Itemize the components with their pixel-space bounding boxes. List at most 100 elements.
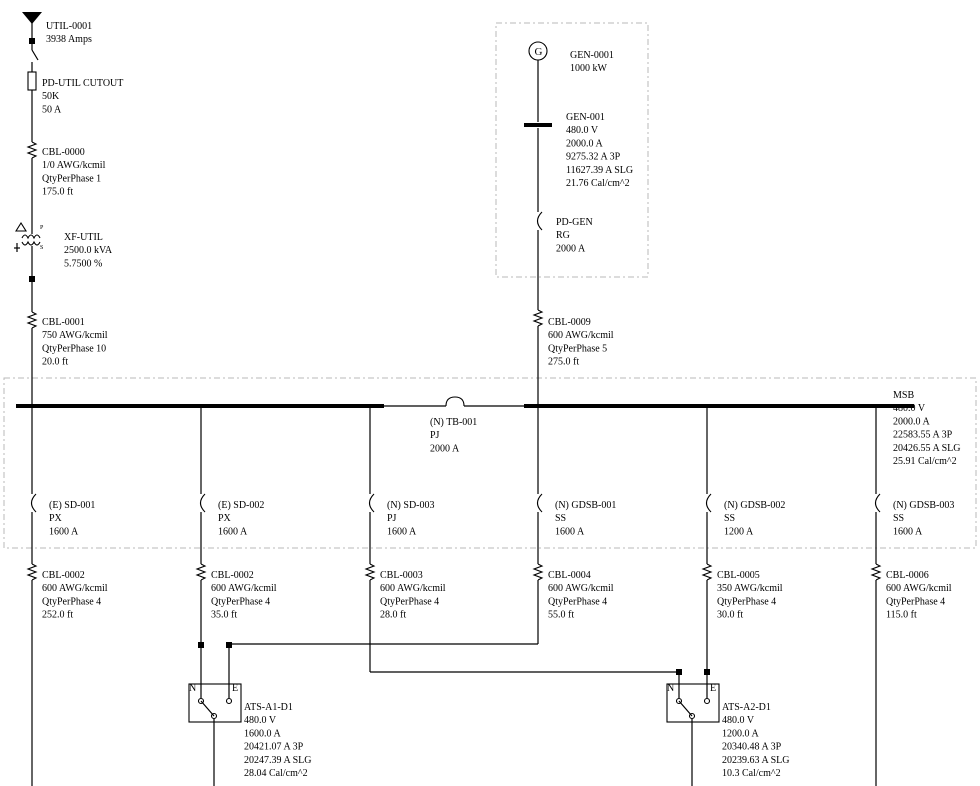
ats2-e-node [704,669,710,675]
breaker-6-label-line: SS [893,513,904,524]
ats-a2-d1-label-line: 10.3 Cal/cm^2 [722,768,781,779]
cable-5-label-line: 350 AWG/kcmil [717,583,783,594]
feeder-3-cable-icon[interactable] [364,563,376,581]
cable-2-label-line: 35.0 ft [211,610,237,621]
util-switch-icon[interactable] [31,49,39,61]
feeder-2-breaker-icon[interactable] [199,493,206,513]
cable-4-label-line: 600 AWG/kcmil [548,583,614,594]
cbl-0001-label-line: CBL-0001 [42,317,85,328]
gen-bus-label-line: 11627.39 A SLG [566,165,633,176]
feeder-5-cable-icon[interactable] [701,563,713,581]
ats2-n-node [676,669,682,675]
ats-a2-d1-label-line: 1200.0 A [722,728,759,739]
generator-enclosure [495,22,649,278]
ats-a2-d1-label-line: 20340.48 A 3P [722,742,782,753]
breaker-4-label-line: SS [555,513,566,524]
cable-6-label-line: 600 AWG/kcmil [886,583,952,594]
cbl-0000-label-line: 1/0 AWG/kcmil [42,160,106,171]
cable-4-label-line: 55.0 ft [548,610,574,621]
cable-0009-icon[interactable] [532,309,544,327]
breaker-2-label-line: 1600 A [218,526,248,537]
cbl-0000-label-line: CBL-0000 [42,147,85,158]
tb-label-line: (N) TB-001 [430,417,477,428]
cbl-0001-label-line: 750 AWG/kcmil [42,330,108,341]
cable-3-label-line: 28.0 ft [380,610,406,621]
gen-bus-label-line: GEN-001 [566,112,605,123]
msb-label-line: 2000.0 A [893,416,930,427]
feeder-4-breaker-icon[interactable] [536,493,543,513]
cable-6-label-line: 115.0 ft [886,610,917,621]
pd-gen-breaker-icon[interactable] [536,211,543,231]
cable-1-label-line: QtyPerPhase 4 [42,596,101,607]
pd-gen-label-line: PD-GEN [556,217,593,228]
cable-3-label-line: 600 AWG/kcmil [380,583,446,594]
feeder-5-breaker-icon[interactable] [705,493,712,513]
breaker-6-label-line: (N) GDSB-003 [893,500,954,511]
cbl-0009-label-line: 275.0 ft [548,357,579,368]
breaker-2-label-line: (E) SD-002 [218,500,264,511]
xf-winding-p: P [40,225,44,231]
feeder-1-cable-icon[interactable] [26,563,38,581]
ats1-e-node [226,642,232,648]
breaker-3-label-line: 1600 A [387,526,417,537]
ats-a1-d1-label-line: ATS-A1-D1 [244,702,293,713]
util-node [29,38,35,44]
msb-enclosure [3,377,977,549]
ats-a2-d1-switch-icon[interactable] [666,683,720,786]
cable-4-label-line: QtyPerPhase 4 [548,596,607,607]
ats-a2-d1-label-line: ATS-A2-D1 [722,702,771,713]
cable-0001-icon[interactable] [26,311,38,329]
feeder-1-breaker-icon[interactable] [30,493,37,513]
xf-util-label-line: 5.7500 % [64,258,102,269]
breaker-5-label-line: SS [724,513,735,524]
cable-4-label-line: CBL-0004 [548,570,591,581]
ats-a2-d1-label-line: 20239.63 A SLG [722,755,790,766]
breaker-4-label-line: 1600 A [555,526,585,537]
ats-a1-d1-label-line: 28.04 Cal/cm^2 [244,768,308,779]
utility-source-icon[interactable] [22,12,42,38]
breaker-1-label-line: 1600 A [49,526,79,537]
breaker-2-label-line: PX [218,513,232,524]
ats-a1-d1-switch-icon[interactable] [188,683,242,786]
xf-util-label-line: 2500.0 kVA [64,245,113,256]
msb-label-line: 20426.55 A SLG [893,443,961,454]
breaker-4-label-line: (N) GDSB-001 [555,500,616,511]
ats2-n-label: N [667,683,674,694]
feeder-6-breaker-icon[interactable] [874,493,881,513]
tie-breaker-icon[interactable] [384,396,524,407]
cbl-0000-label-line: 175.0 ft [42,187,73,198]
cable-0000-icon[interactable] [26,141,38,159]
ats1-n-node [198,642,204,648]
ats2-e-label: E [710,683,716,694]
feeder-4-cable-icon[interactable] [532,563,544,581]
transformer-icon[interactable] [14,221,41,252]
cable-6-label-line: QtyPerPhase 4 [886,596,945,607]
fuse-cutout-icon[interactable] [27,71,37,91]
feeder-3-breaker-icon[interactable] [368,493,375,513]
pd-gen-label-line: RG [556,230,570,241]
cable-5-label-line: QtyPerPhase 4 [717,596,776,607]
cable-5-label-line: 30.0 ft [717,610,743,621]
feeder-6-cable-icon[interactable] [870,563,882,581]
msb-label-line: 480.0 V [893,403,926,414]
breaker-5-label-line: 1200 A [724,526,754,537]
ats-a1-d1-label-line: 20247.39 A SLG [244,755,312,766]
gen-bus-label-line: 480.0 V [566,125,599,136]
feeder-2-cable-icon[interactable] [195,563,207,581]
